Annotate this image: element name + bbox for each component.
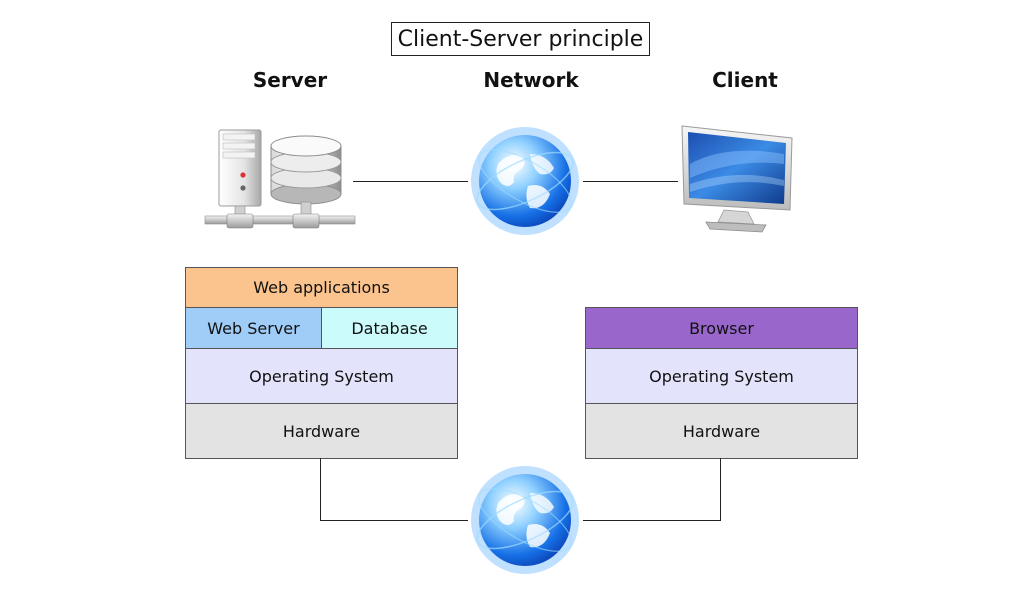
server-hardware-network-link bbox=[320, 520, 468, 521]
server-database-icon bbox=[204, 129, 356, 229]
server-hardware-layer: Hardware bbox=[185, 403, 458, 459]
web-applications-layer: Web applications bbox=[185, 267, 458, 308]
monitor-icon bbox=[681, 125, 793, 233]
globe-icon bbox=[471, 466, 579, 574]
client-hardware-network-link bbox=[583, 520, 721, 521]
database-layer: Database bbox=[321, 307, 458, 349]
server-network-link bbox=[353, 181, 468, 182]
web-server-layer: Web Server bbox=[185, 307, 322, 349]
browser-layer: Browser bbox=[585, 307, 858, 349]
network-heading: Network bbox=[483, 68, 579, 92]
client-heading: Client bbox=[712, 68, 778, 92]
client-operating-system-layer: Operating System bbox=[585, 348, 858, 404]
server-heading: Server bbox=[252, 68, 328, 92]
client-hardware-layer: Hardware bbox=[585, 403, 858, 459]
network-client-link bbox=[583, 181, 678, 182]
globe-icon bbox=[471, 127, 579, 235]
server-hardware-drop-line bbox=[320, 458, 321, 521]
client-hardware-drop-line bbox=[720, 458, 721, 521]
server-operating-system-layer: Operating System bbox=[185, 348, 458, 404]
diagram-title: Client-Server principle bbox=[391, 22, 650, 56]
